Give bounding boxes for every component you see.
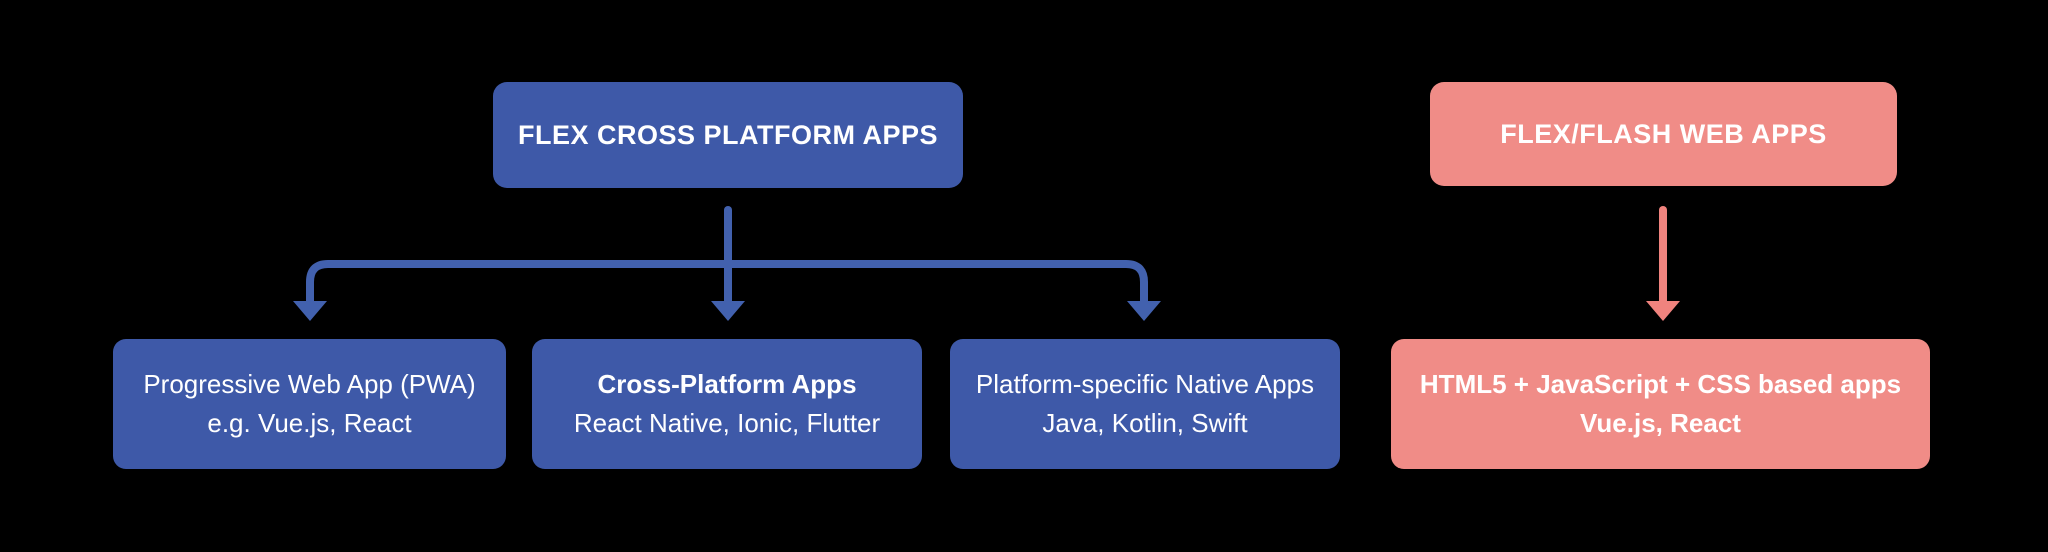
node-line2: React Native, Ionic, Flutter bbox=[573, 408, 881, 438]
arrowhead-left-icon bbox=[293, 301, 327, 321]
node-platform-specific-native-apps: Platform-specific Native Apps Java, Kotl… bbox=[950, 339, 1340, 469]
node-line1: Cross-Platform Apps bbox=[597, 369, 857, 399]
node-line2: e.g. Vue.js, React bbox=[207, 408, 412, 438]
arrowhead-right-icon bbox=[1127, 301, 1161, 321]
node-progressive-web-app: Progressive Web App (PWA) e.g. Vue.js, R… bbox=[113, 339, 506, 469]
node-line1: HTML5 + JavaScript + CSS based apps bbox=[1419, 369, 1902, 399]
arrowhead-center-icon bbox=[711, 301, 745, 321]
pink-connector bbox=[1646, 206, 1680, 321]
node-line2: Java, Kotlin, Swift bbox=[1042, 408, 1248, 438]
blue-crossbar-line bbox=[306, 260, 1148, 307]
node-html5-js-css-apps: HTML5 + JavaScript + CSS based apps Vue.… bbox=[1391, 339, 1930, 469]
node-line2: Vue.js, React bbox=[1580, 408, 1741, 438]
blue-connector-tree bbox=[293, 206, 1161, 321]
node-label: FLEX CROSS PLATFORM APPS bbox=[517, 119, 939, 150]
node-label: FLEX/FLASH WEB APPS bbox=[1500, 118, 1827, 149]
node-line1: Platform-specific Native Apps bbox=[975, 369, 1315, 399]
arrowhead-pink-icon bbox=[1646, 301, 1680, 321]
node-flex-cross-platform-apps: FLEX CROSS PLATFORM APPS bbox=[493, 82, 963, 188]
node-cross-platform-apps: Cross-Platform Apps React Native, Ionic,… bbox=[532, 339, 922, 469]
node-line1: Progressive Web App (PWA) bbox=[143, 369, 476, 399]
node-flex-flash-web-apps: FLEX/FLASH WEB APPS bbox=[1430, 82, 1897, 186]
